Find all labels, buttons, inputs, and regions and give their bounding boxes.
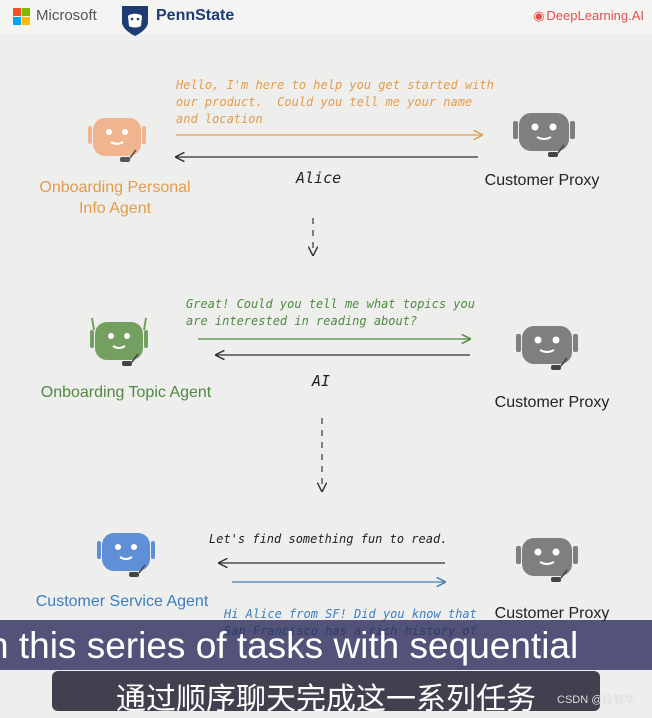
proxy-message-3: Let's find something fun to read. [209, 532, 448, 546]
service-agent-label: Customer Service Agent [35, 593, 209, 610]
watermark: CSDN @段智华 [557, 694, 636, 706]
proxy-label-1: Customer Proxy [484, 172, 600, 189]
header-bar: Microsoft PennState ◉DeepLearning.AI [0, 0, 652, 36]
proxy-label-3: Customer Proxy [494, 605, 610, 622]
topic-agent-message: Great! Could you tell me what topics you… [186, 297, 475, 328]
microsoft-logo-icon [13, 8, 30, 25]
proxy-robot-icon-1 [513, 113, 575, 157]
proxy-label-2: Customer Proxy [494, 394, 610, 411]
pennstate-shield-icon [122, 6, 148, 36]
topic-agent-robot-icon [90, 317, 148, 366]
pennstate-label: PennState [156, 7, 235, 24]
deeplearning-label: ◉DeepLearning.AI [533, 8, 644, 24]
ai-reply: AI [312, 372, 331, 390]
chinese-subtitle-bar [52, 671, 600, 711]
chinese-subtitle: 通过顺序聊天完成这一系列任务 [116, 683, 536, 716]
proxy-robot-icon-2 [516, 326, 578, 370]
topic-agent-label: Onboarding Topic Agent [40, 384, 212, 401]
english-subtitle: h this series of tasks with sequential [0, 625, 579, 666]
deeplearning-text: DeepLearning.AI [546, 8, 644, 23]
proxy-robot-icon-3 [516, 538, 578, 582]
english-subtitle-bar [0, 620, 652, 670]
personal-info-agent-label: Onboarding Personal Info Agent [39, 179, 191, 217]
microsoft-label: Microsoft [36, 7, 97, 24]
personal-agent-message: Hello, I'm here to help you get started … [176, 78, 494, 126]
alice-reply: Alice [296, 169, 342, 187]
personal-info-agent-robot-icon [88, 118, 146, 162]
service-agent-robot-icon [97, 533, 155, 577]
deeplearning-logo-icon: ◉ [533, 8, 545, 23]
